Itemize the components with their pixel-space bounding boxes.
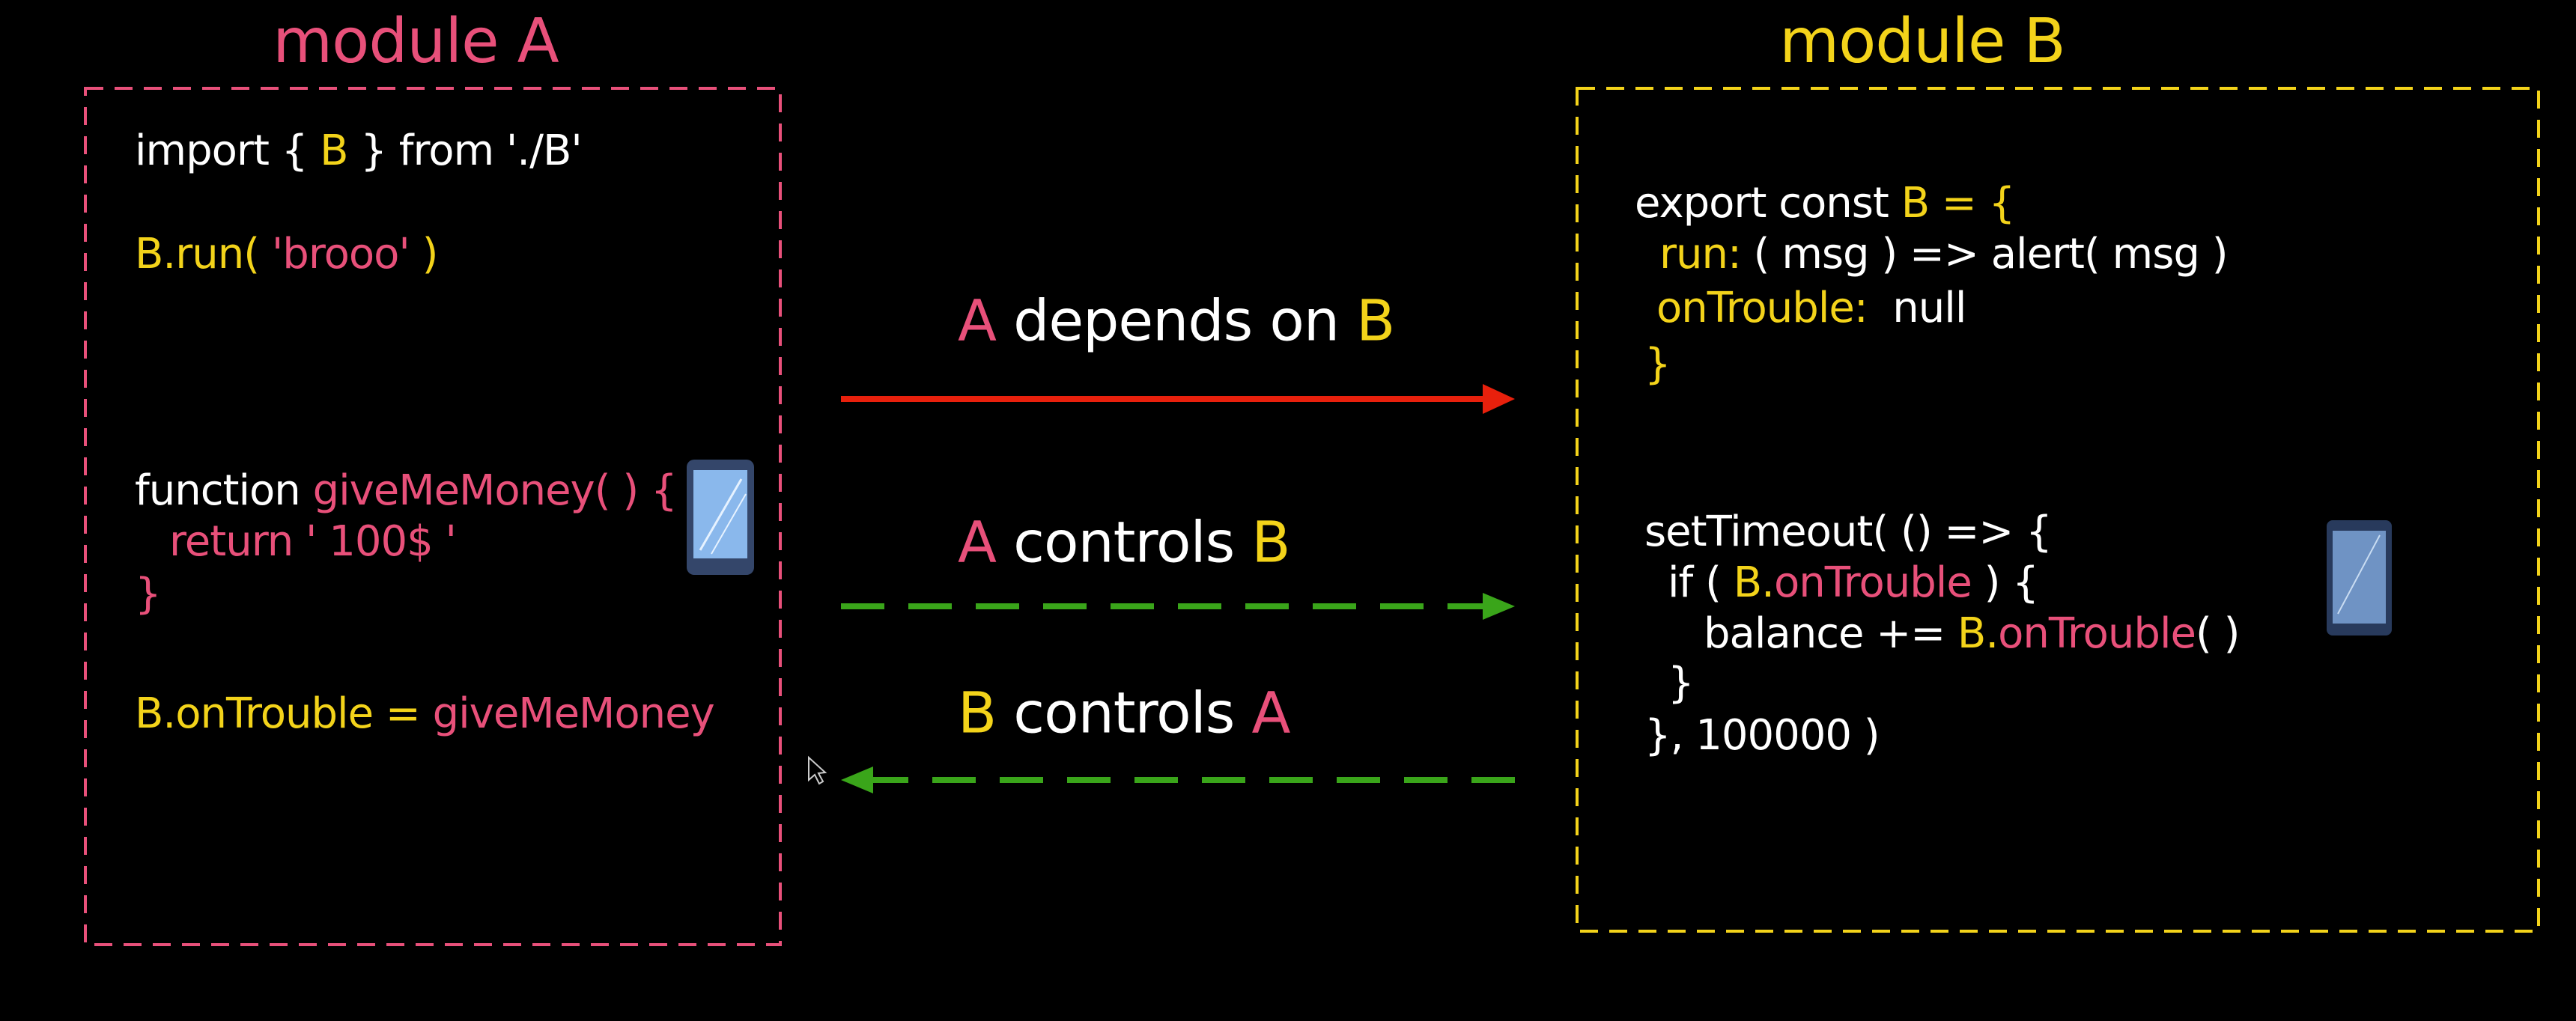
code-token: onTrouble (1998, 609, 2196, 658)
module-b-code-line: run: ( msg ) => alert( msg ) (1659, 234, 2229, 275)
module-b-title: module B (1779, 6, 2066, 77)
code-token: function (135, 466, 313, 515)
code-token: controls (996, 679, 1252, 746)
code-token: } (1668, 659, 1695, 707)
module-b-code-line: } (1644, 344, 1671, 385)
phone-icon (687, 460, 754, 575)
code-token: } from './B' (347, 127, 582, 175)
module-b-code-line: if ( B.onTrouble ) { (1668, 562, 2039, 604)
code-token: B. (1957, 609, 1999, 658)
code-token: ( msg ) => alert( msg ) (1740, 230, 2229, 278)
code-token: B.run( (135, 230, 272, 278)
code-token: setTimeout( () => { (1644, 508, 2053, 556)
relation-label: A depends on B (958, 287, 1395, 354)
module-b-code-line: export const B = { (1635, 183, 2015, 225)
code-token: run: (1659, 230, 1742, 278)
relation-label: A controls B (958, 508, 1291, 576)
code-token: A (958, 508, 997, 576)
b-controls-a-arrow (841, 766, 1515, 793)
module-a-code-line: return ' 100$ ' (169, 521, 457, 563)
code-token: B (1356, 287, 1395, 354)
code-token: depends on (996, 287, 1357, 354)
module-b-code-line: balance += B.onTrouble( ) (1704, 613, 2240, 655)
code-token: ( ) (2195, 609, 2240, 658)
module-a-code-line: } (135, 570, 162, 618)
module-b-box (1576, 87, 2540, 933)
code-token: return ' 100$ ' (169, 517, 457, 566)
code-token: B = { (1901, 179, 2016, 228)
code-token: } (1644, 340, 1671, 388)
a-controls-b-arrow (841, 593, 1515, 620)
module-b-code-line: } (1668, 659, 1695, 707)
module-b-code-line: onTrouble: null (1656, 287, 1966, 329)
code-token: B (1251, 508, 1290, 576)
mouse-cursor-icon (808, 755, 827, 785)
code-token: ) (409, 230, 439, 278)
module-a-code-line: function giveMeMoney( ) { (135, 470, 678, 512)
code-token: B. (1733, 558, 1775, 607)
module-a-code-line: B.run( 'brooo' ) (135, 234, 438, 275)
code-token: B (958, 679, 997, 746)
code-token: onTrouble: (1656, 284, 1868, 332)
module-a-code-line: import { B } from './B' (135, 127, 583, 175)
code-token: if ( (1668, 558, 1734, 607)
module-b-code-line: }, 100000 ) (1644, 715, 1880, 757)
code-token: giveMeMoney( ) { (312, 466, 678, 515)
code-token: A (1251, 679, 1291, 746)
module-a-code-line: B.onTrouble = giveMeMoney (135, 693, 715, 735)
depends-arrow (841, 384, 1515, 414)
module-a-box (84, 87, 782, 946)
code-token: import { (135, 127, 321, 175)
code-token: }, 100000 ) (1644, 711, 1880, 760)
code-token: onTrouble (1773, 558, 1972, 607)
code-token: controls (996, 508, 1252, 576)
code-token: 'brooo' (271, 230, 410, 278)
code-token: A (958, 287, 997, 354)
module-a-title: module A (273, 6, 559, 77)
code-token: balance += (1704, 609, 1957, 658)
code-token: giveMeMoney (432, 689, 715, 738)
code-token: null (1867, 284, 1966, 332)
code-token: B.onTrouble = (135, 689, 433, 738)
module-b-code-line: setTimeout( () => { (1644, 508, 2053, 556)
code-token: ) { (1971, 558, 2039, 607)
relation-label: B controls A (958, 679, 1291, 746)
phone-icon (2327, 520, 2392, 636)
code-token: B (320, 127, 348, 175)
code-token: } (135, 570, 162, 618)
code-token: export const (1635, 179, 1901, 228)
